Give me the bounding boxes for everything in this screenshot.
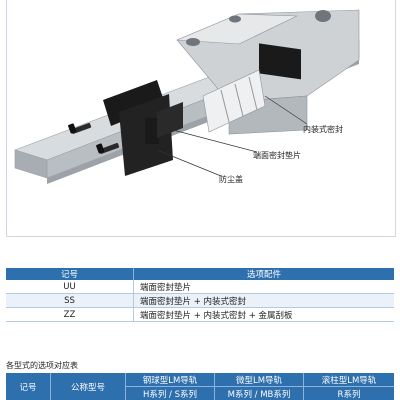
option-code-cell: UU (6, 280, 134, 294)
option-description-cell: 端面密封垫片 + 内装式密封 + 金属刮板 (133, 307, 394, 322)
column-header-code: 记号 (19, 382, 37, 393)
bolt-graphic-1 (68, 122, 92, 134)
bolt-graphic-2 (96, 142, 120, 154)
lm-guide-illustration (14, 9, 360, 184)
section-title: 各型式的选项对应表 (6, 361, 78, 370)
option-description-cell: 端面密封垫片 (133, 280, 394, 294)
option-description-cell: 端面密封垫片 + 内装式密封 (133, 293, 394, 308)
column-header-model: 公称型号 (70, 382, 105, 393)
table-row: UU 端面密封垫片 (6, 280, 394, 294)
subheader-steel-ball-series: H系列 / S系列 (142, 389, 198, 400)
end-seal-callout: 端面密封垫片 (253, 151, 301, 160)
correspondence-table-header: 记号 公称型号 钢球型LM导轨 微型LM导轨 滚柱型LM导轨 H系列 / S系列… (6, 373, 394, 400)
column-header-roller-rail: 滚柱型LM导轨 (321, 375, 377, 386)
column-header-steel-ball-rail: 钢球型LM导轨 (142, 375, 198, 386)
inner-seal-graphic (202, 69, 266, 133)
option-code-cell: SS (6, 293, 134, 308)
options-table: 记号 选项配件 UU 端面密封垫片 SS 端面密封垫片 + 内装式密封 ZZ 端… (6, 268, 394, 322)
table-row: SS 端面密封垫片 + 内装式密封 (6, 293, 394, 308)
inner-seal-callout: 内装式密封 (303, 125, 343, 134)
column-header-code: 记号 (6, 268, 134, 280)
column-header-option: 选项配件 (133, 268, 394, 280)
subheader-roller-series: R系列 (337, 389, 361, 400)
column-header-miniature-rail: 微型LM导轨 (235, 375, 283, 386)
table-row: ZZ 端面密封垫片 + 内装式密封 + 金属刮板 (6, 307, 394, 322)
dust-cover-graphic (157, 102, 183, 138)
options-table-header: 记号 选项配件 (6, 268, 394, 280)
dust-cover-callout: 防尘盖 (219, 175, 243, 184)
product-illustration-frame: 内装式密封 端面密封垫片 防尘盖 (6, 0, 396, 237)
subheader-miniature-series: M系列 / MB系列 (227, 389, 291, 400)
option-code-cell: ZZ (6, 307, 134, 322)
